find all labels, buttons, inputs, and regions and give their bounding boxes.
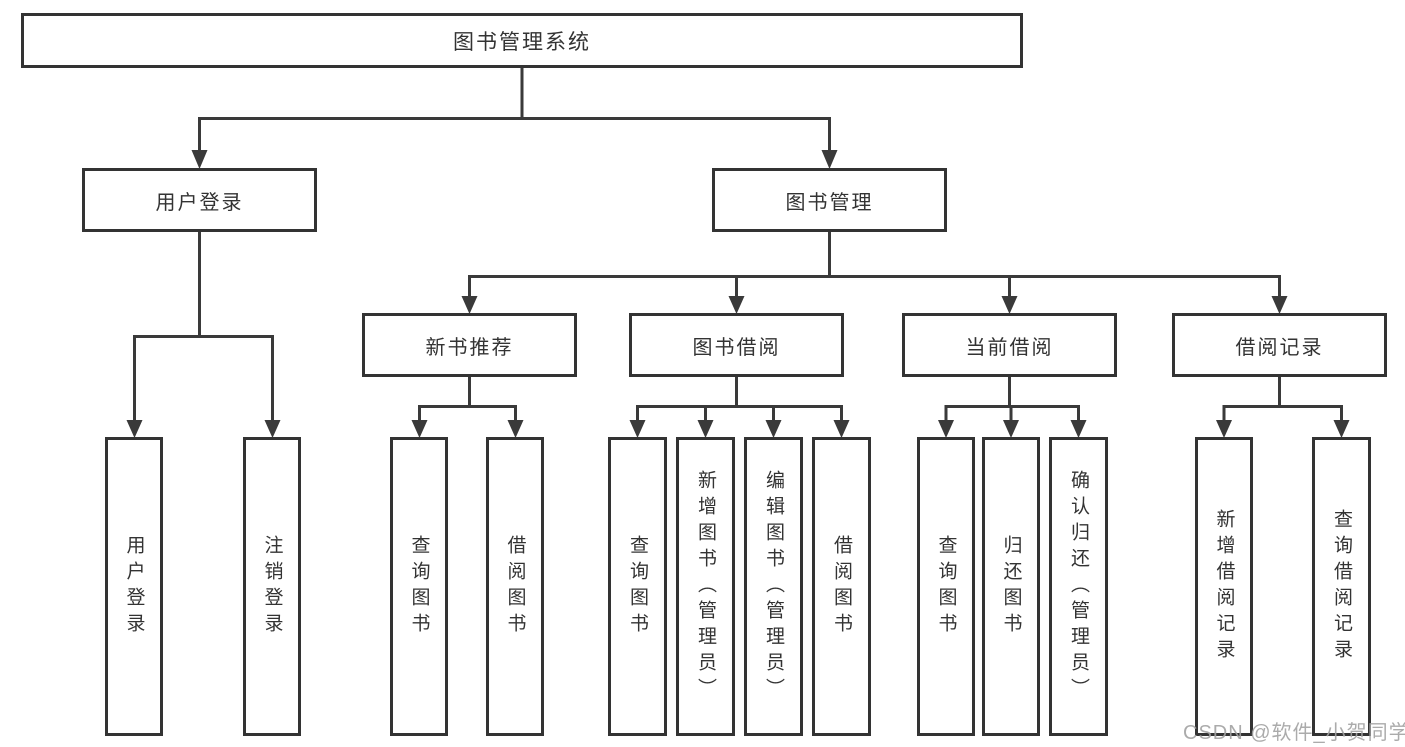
- node-label: 查询图书: [935, 534, 957, 639]
- node-label: 编辑图书（管理员）: [763, 469, 784, 704]
- node-leaf-confirm-return-admin: 确认归还（管理员）: [1049, 437, 1108, 736]
- node-label: 查询借阅记录: [1331, 508, 1352, 665]
- node-new-book-recommend: 新书推荐: [362, 313, 577, 377]
- node-label: 图书管理系统: [453, 30, 591, 54]
- node-leaf-query-books-1: 查询图书: [390, 437, 448, 736]
- node-leaf-query-books-3: 查询图书: [917, 437, 975, 736]
- node-leaf-return-books: 归还图书: [982, 437, 1040, 736]
- node-leaf-add-books-admin: 新增图书（管理员）: [676, 437, 735, 736]
- node-label: 图书管理: [785, 191, 874, 214]
- node-book-management: 图书管理: [712, 168, 947, 232]
- node-leaf-edit-books-admin: 编辑图书（管理员）: [744, 437, 803, 736]
- node-label: 借阅图书: [831, 534, 852, 639]
- node-label: 借阅图书: [504, 534, 526, 639]
- watermark: CSDN @软件_小贺同学: [1183, 722, 1405, 744]
- node-leaf-user-login: 用户登录: [105, 437, 163, 736]
- node-current-borrowing: 当前借阅: [902, 313, 1117, 377]
- node-book-borrowing: 图书借阅: [629, 313, 844, 377]
- node-label: 确认归还（管理员）: [1068, 469, 1089, 704]
- node-library-system: 图书管理系统: [21, 13, 1023, 68]
- node-label: 归还图书: [1000, 534, 1022, 639]
- node-label: 注销登录: [261, 534, 283, 639]
- node-label: 用户登录: [123, 534, 145, 639]
- node-label: 查询图书: [627, 534, 648, 639]
- node-label: 新增借阅记录: [1213, 508, 1235, 665]
- node-borrowing-records: 借阅记录: [1172, 313, 1387, 377]
- node-leaf-logout-login: 注销登录: [243, 437, 301, 736]
- node-label: 图书借阅: [692, 336, 781, 359]
- node-leaf-add-borrow-record: 新增借阅记录: [1195, 437, 1253, 736]
- node-leaf-borrow-books-2: 借阅图书: [812, 437, 871, 736]
- node-leaf-query-borrow-record: 查询借阅记录: [1312, 437, 1371, 736]
- node-label: 新增图书（管理员）: [695, 469, 716, 704]
- node-label: 用户登录: [155, 191, 244, 214]
- node-label: 查询图书: [408, 534, 430, 639]
- node-leaf-query-books-2: 查询图书: [608, 437, 667, 736]
- node-label: 当前借阅: [965, 336, 1054, 359]
- node-leaf-borrow-books-1: 借阅图书: [486, 437, 544, 736]
- node-label: 新书推荐: [425, 336, 514, 359]
- node-user-login: 用户登录: [82, 168, 317, 232]
- node-label: 借阅记录: [1235, 336, 1324, 359]
